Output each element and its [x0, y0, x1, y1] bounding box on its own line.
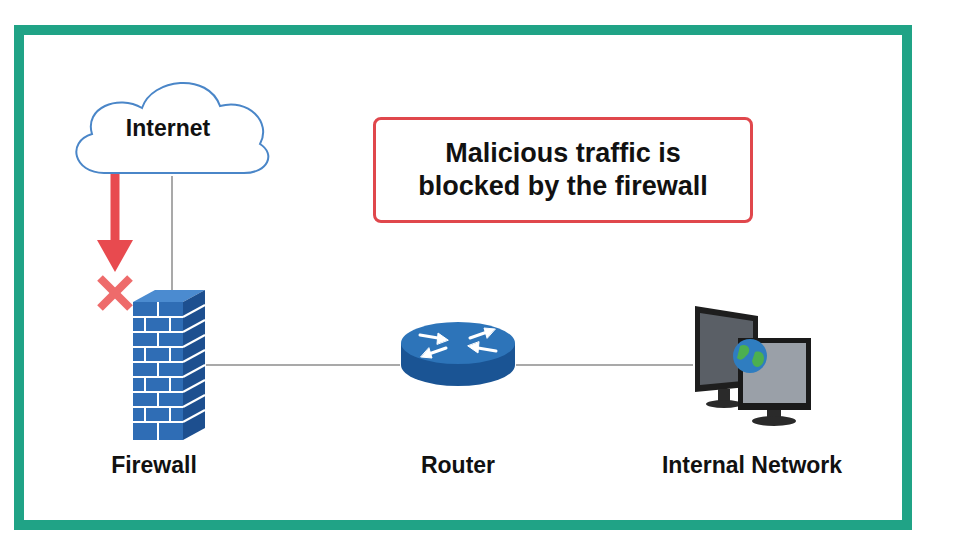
front-monitor — [738, 338, 811, 410]
callout-text: Malicious traffic is blocked by the fire… — [403, 137, 723, 203]
front-base — [752, 416, 796, 426]
wall-front — [133, 302, 183, 440]
firewall-node: Firewall — [133, 290, 206, 440]
globe-land — [752, 352, 764, 367]
callout-box: Malicious traffic is blocked by the fire… — [373, 117, 753, 223]
arrow-head — [97, 240, 133, 272]
arrow-shaft — [111, 174, 120, 244]
network-icon — [695, 306, 811, 426]
node-label: Firewall — [34, 452, 274, 478]
node-label: Internet — [126, 107, 210, 142]
network-node: Internal Network — [693, 305, 811, 427]
block-cross — [100, 278, 130, 308]
blocked-arrow — [97, 174, 133, 272]
node-label: Router — [338, 452, 578, 478]
cross-stroke — [100, 278, 130, 308]
router-top — [401, 322, 515, 364]
router-icon — [401, 322, 515, 386]
connector-line — [171, 176, 173, 290]
router-arrows — [420, 328, 496, 358]
firewall-icon — [133, 290, 205, 440]
globe — [733, 339, 767, 373]
node-label: Internal Network — [632, 452, 872, 478]
back-base — [706, 400, 742, 408]
wall-side — [183, 290, 205, 440]
frame-border — [19, 30, 907, 525]
router-node: Router — [400, 320, 516, 386]
connector-line — [206, 364, 400, 366]
cloud-outline — [76, 83, 268, 173]
brick-lines — [133, 302, 205, 440]
cross-stroke — [100, 278, 130, 308]
globe-land — [737, 345, 749, 360]
connector-line — [516, 364, 693, 366]
cloud-node: Internet — [62, 72, 274, 176]
